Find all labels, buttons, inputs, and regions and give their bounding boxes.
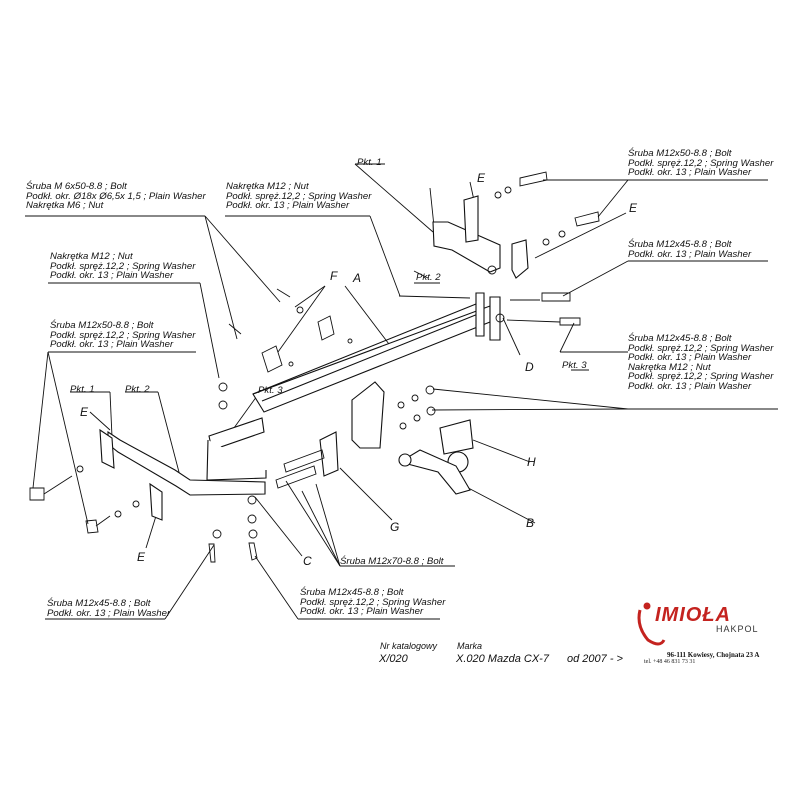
company-phone: tel. +48 46 831 73 31: [644, 659, 696, 665]
part-letter-d: D: [525, 360, 534, 374]
callout-line: Śruba M12x45-8.8 ; Bolt: [300, 587, 404, 598]
part-letter-a: A: [353, 271, 362, 285]
callout-bolt-m6: Śruba M 6x50-8.8 ; Bolt Podkł. okr. Ø18x…: [26, 182, 206, 211]
brand-label: Marka: [457, 641, 483, 651]
part-letter-g: G: [390, 520, 400, 534]
right-bracket: [432, 195, 529, 279]
left-bracket: [99, 428, 266, 521]
company-sub-text: HAKPOL: [716, 624, 759, 634]
callout-line: Podkł. spręż.12,2 ; Spring Washer: [628, 342, 774, 354]
part-letter-e-left: E: [80, 405, 89, 419]
part-letter-e-right: E: [629, 201, 638, 215]
point-label-pkt2-left: Pkt. 2: [125, 384, 150, 395]
callout-bolt-m12x50-left: Śruba M12x50-8.8 ; Bolt Podkł. spręż.12,…: [50, 321, 195, 350]
brand-value: X.020 Mazda CX-7: [456, 653, 549, 665]
bolts-washers: [29, 171, 600, 563]
callout-line: Podkł. spręż.12,2 ; Spring Washer: [300, 596, 446, 608]
callout-line: Podkł. okr. 13 ; Plain Washer: [50, 270, 174, 282]
crossbar-a: [206, 292, 501, 481]
callout-bolt-m12x45-plain-right: Śruba M12x45-8.8 ; Bolt Podkł. okr. 13 ;…: [628, 240, 751, 259]
catalog-number-value: X/020: [379, 653, 408, 665]
callout-line: Śruba M 6x50-8.8 ; Bolt: [26, 181, 127, 192]
callout-line: Podkł. okr. 13 ; Plain Washer: [628, 167, 752, 179]
part-letter-e-bottom: E: [137, 550, 146, 564]
callout-bolt-m12x50-right: Śruba M12x50-8.8 ; Bolt Podkł. spręż.12,…: [628, 149, 773, 178]
callout-line: Podkł. okr. 13 ; Plain Washer: [50, 339, 174, 351]
callout-line: Nakrętka M6 ; Nut: [26, 200, 104, 212]
callout-line: Nakrętka M12 ; Nut: [50, 251, 133, 262]
callout-line: Śruba M12x50-8.8 ; Bolt: [628, 148, 732, 159]
callout-line: Podkł. okr. 13 ; Plain Washer: [628, 352, 752, 364]
callout-line: Podkł. spręż.12,2 ; Spring Washer: [628, 157, 774, 169]
callout-line: Podkł. spręż.12,2 ; Spring Washer: [50, 260, 196, 272]
callout-line: Nakrętka M12 ; Nut: [628, 361, 711, 373]
callout-line: Podkł. spręż.12,2 ; Spring Washer: [226, 190, 372, 202]
year-value: od 2007 - >: [567, 653, 623, 665]
part-letter-f: F: [330, 269, 338, 283]
callout-line: Śruba M12x45-8.8 ; Bolt: [628, 333, 732, 344]
callout-bolt-m12x45-plain-left: Śruba M12x45-8.8 ; Bolt Podkł. okr. 13 ;…: [47, 599, 170, 618]
callout-line: Śruba M12x50-8.8 ; Bolt: [50, 320, 154, 331]
part-letter-e-top: E: [477, 171, 486, 185]
company-address: 96-111 Kowiesy, Chojnata 23 A: [667, 651, 760, 659]
point-label-pkt1-top: Pkt. 1: [357, 157, 382, 168]
callout-nut-m12-top: Nakrętka M12 ; Nut Podkł. spręż.12,2 ; S…: [226, 182, 371, 211]
callout-line: Śruba M12x45-8.8 ; Bolt: [628, 239, 732, 250]
point-label-pkt3-right: Pkt. 3: [562, 360, 587, 371]
callout-bolt-m12x70: Śruba M12x70-8.8 ; Bolt: [340, 557, 443, 567]
part-letter-b: B: [526, 516, 535, 530]
callout-nut-m12-left: Nakrętka M12 ; Nut Podkł. spręż.12,2 ; S…: [50, 252, 195, 281]
company-logo-text: IMIOŁA: [655, 604, 731, 626]
catalog-number-label: Nr katalogowy: [380, 641, 438, 651]
callout-line: Podkł. okr. Ø18x Ø6,5x 1,5 ; Plain Washe…: [26, 190, 206, 202]
part-letter-h: H: [527, 455, 536, 469]
tow-ball-neck: [398, 419, 474, 495]
callout-line: Podkł. okr. 13 ; Plain Washer: [226, 200, 350, 212]
point-label-pkt2-top: Pkt. 2: [416, 272, 441, 283]
point-label-pkt1-left: Pkt. 1: [70, 384, 95, 395]
callout-bolt-m12x45-spring-bottom: Śruba M12x45-8.8 ; Bolt Podkł. spręż.12,…: [300, 588, 445, 617]
callout-line: Podkł. okr. 13 ; Plain Washer: [47, 607, 171, 619]
callout-bolt-nut-m12x45-right: Śruba M12x45-8.8 ; Bolt Podkł. spręż.12,…: [628, 334, 773, 392]
point-label-pkt3-left: Pkt. 3: [258, 385, 283, 396]
callout-line: Podkł. okr. 13 ; Plain Washer: [628, 380, 752, 392]
callout-line: Podkł. spręż.12,2 ; Spring Washer: [628, 371, 774, 383]
callout-line: Podkł. spręż.12,2 ; Spring Washer: [50, 329, 196, 341]
callout-line: Nakrętka M12 ; Nut: [226, 181, 309, 192]
callout-line: Podkł. okr. 13 ; Plain Washer: [628, 248, 752, 260]
mounting-plate-g: [319, 381, 385, 477]
callout-line: Śruba M12x45-8.8 ; Bolt: [47, 598, 151, 609]
part-letter-c: C: [303, 554, 312, 568]
callout-line: Śruba M12x70-8.8 ; Bolt: [340, 556, 444, 567]
callout-line: Podkł. okr. 13 ; Plain Washer: [300, 606, 424, 618]
